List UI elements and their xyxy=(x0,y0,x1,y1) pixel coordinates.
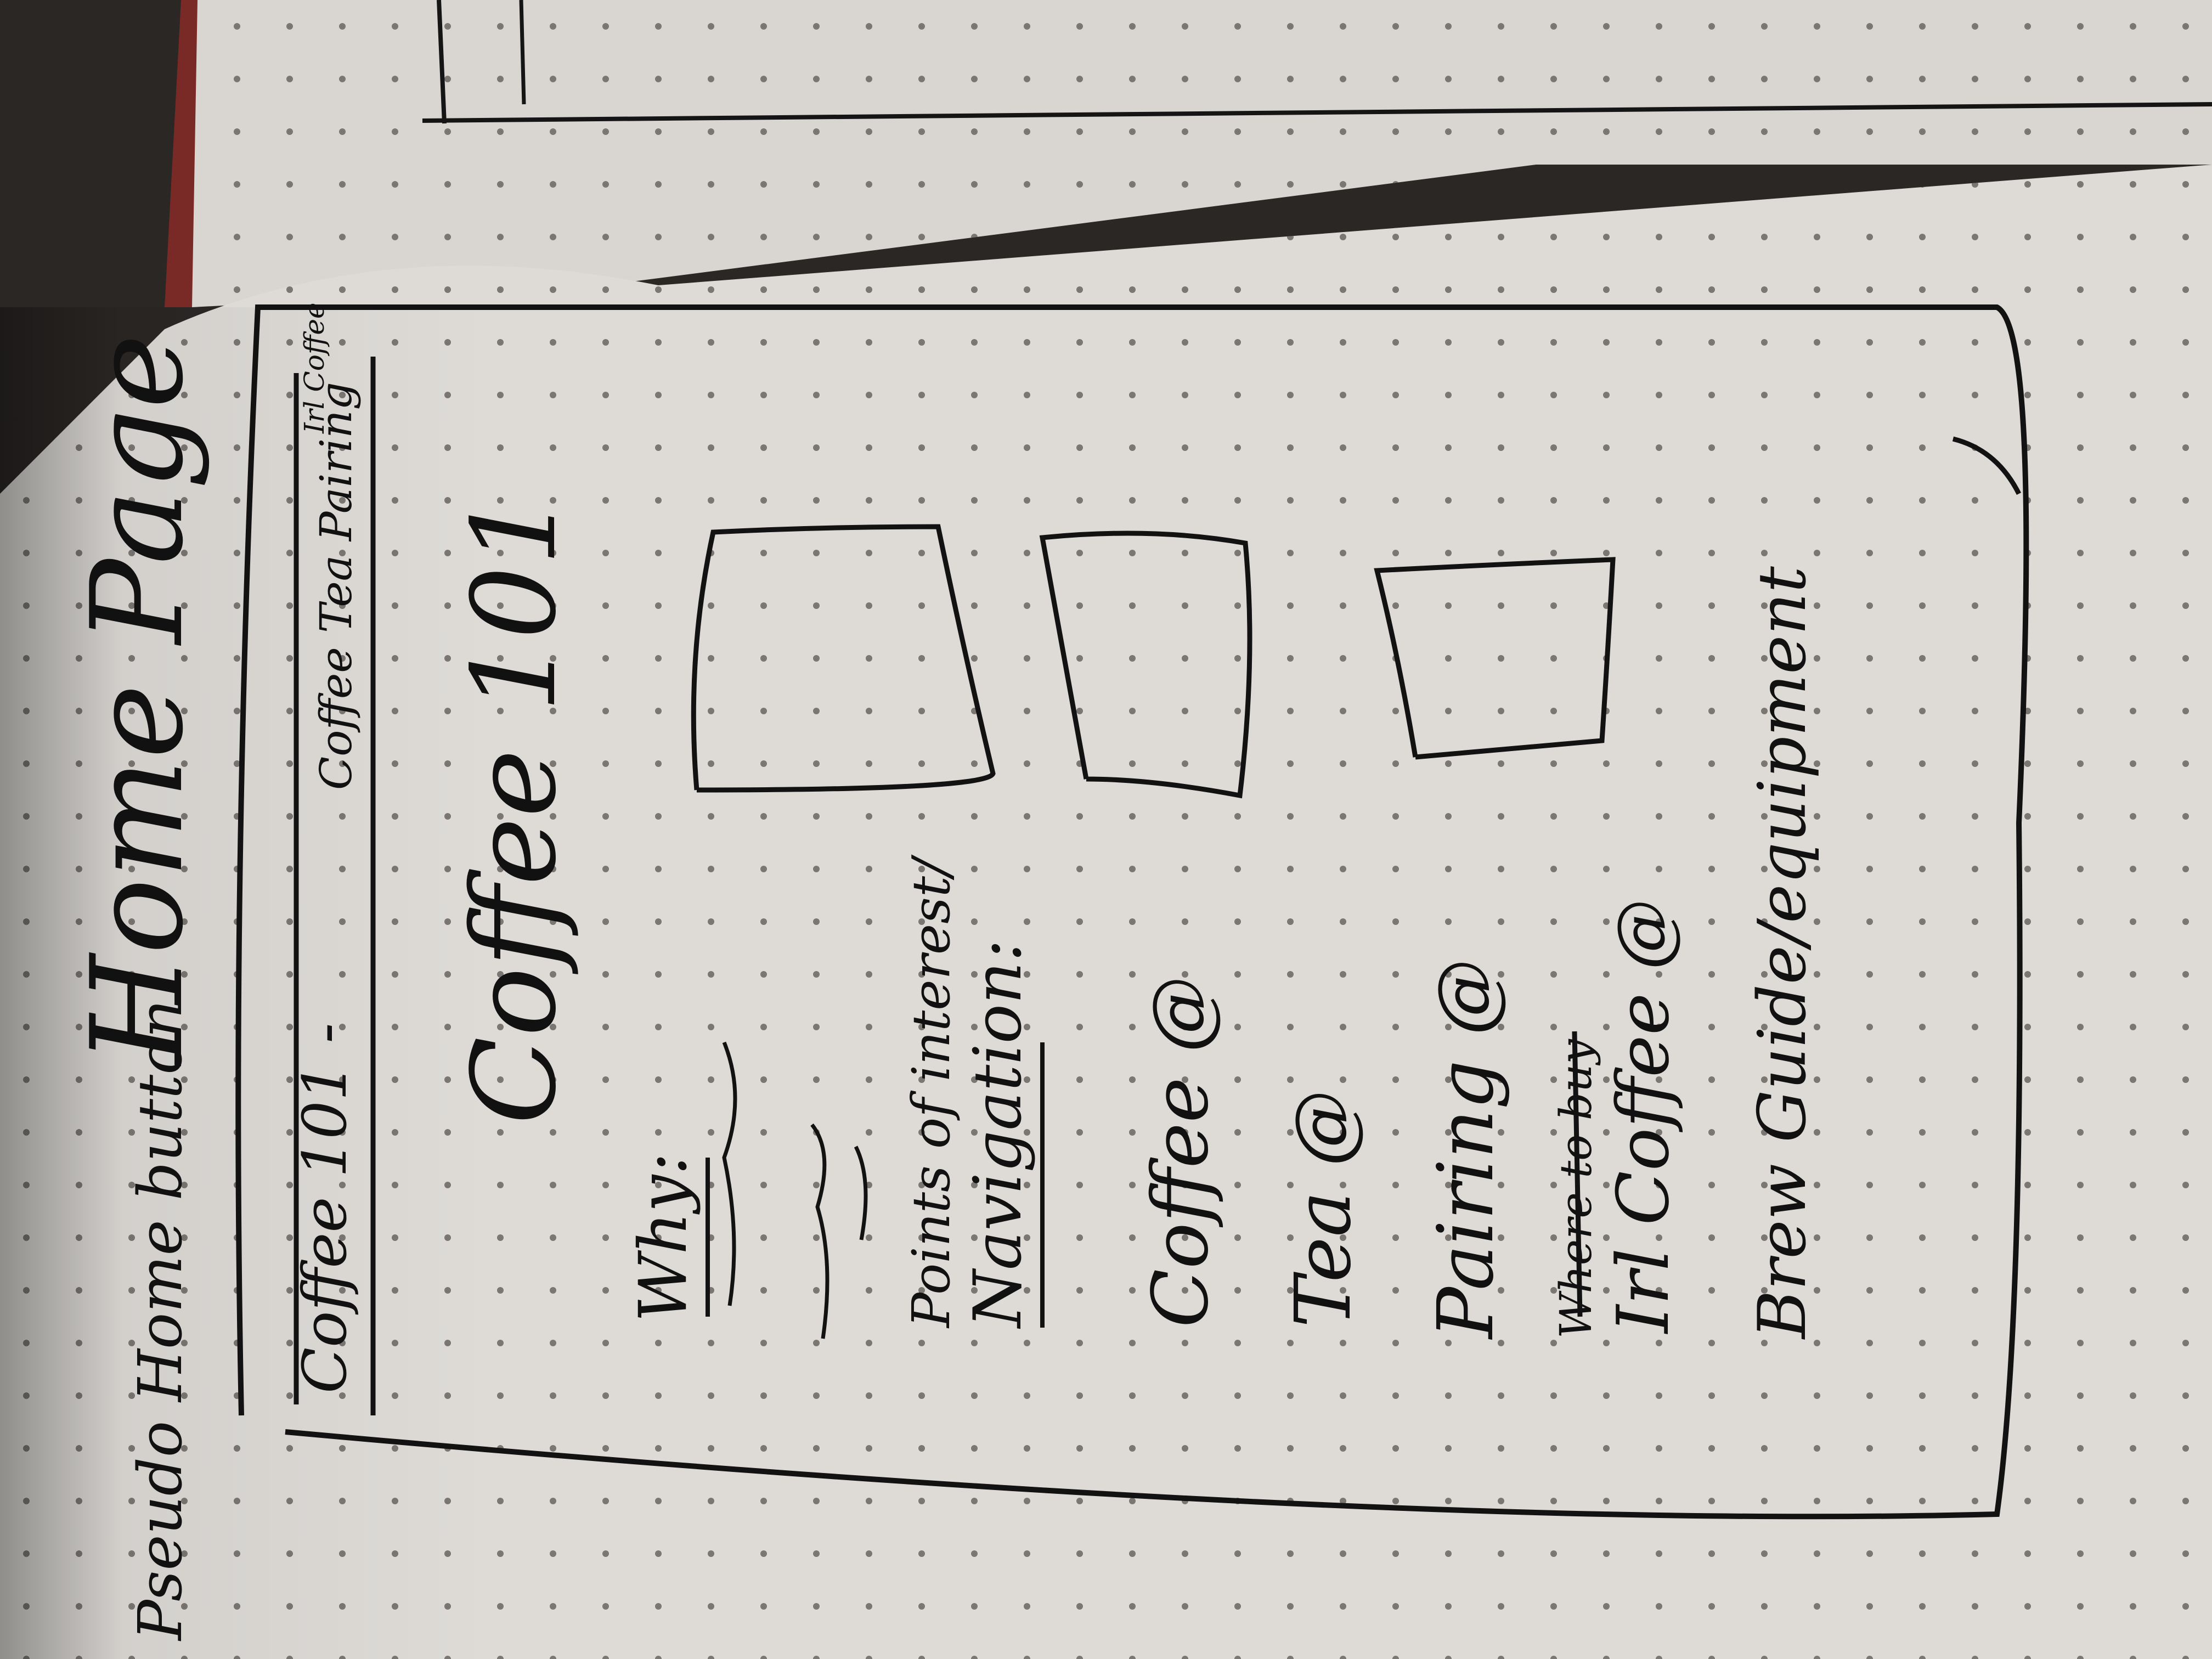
nav-list-tea[interactable]: Tea @ xyxy=(1279,1090,1368,1328)
image-placeholder-2 xyxy=(1039,531,1252,799)
points-of-interest-label: Points of interest/ xyxy=(901,854,962,1329)
front-page xyxy=(0,165,2212,1659)
why-heading: Why: xyxy=(625,1153,702,1322)
nav-home-link[interactable]: Coffee 101 - xyxy=(290,1023,360,1393)
image-placeholder-3 xyxy=(1374,557,1616,760)
wireframe-frame xyxy=(235,304,2029,1520)
navigation-label: Navigation: xyxy=(960,939,1036,1329)
handwritten-heading: Home Page Pseudo Home button xyxy=(65,334,211,1641)
nav-coffee-tea-pairing-link[interactable]: Coffee Tea Pairing xyxy=(311,382,362,790)
brew-guide-link[interactable]: Brew Guide/equipment xyxy=(1745,566,1821,1340)
nav-list-irl-coffee[interactable]: Irl Coffee @ xyxy=(1601,899,1685,1334)
page-heading: Home Page xyxy=(65,334,211,1066)
text-placeholder-line-2 xyxy=(810,1123,830,1339)
page-title: Coffee 101 xyxy=(447,493,582,1125)
side-note: Pseudo Home button xyxy=(125,1000,195,1641)
nav-list-coffee[interactable]: Coffee @ xyxy=(1136,976,1226,1328)
text-placeholder-line-3 xyxy=(854,1146,868,1240)
text-placeholder-line-1 xyxy=(722,1041,737,1306)
nav-irl-coffee-link[interactable]: Irl Coffee xyxy=(298,302,330,434)
nav-list-pairing[interactable]: Pairing @ xyxy=(1421,959,1511,1340)
back-page xyxy=(192,0,2212,307)
image-placeholder-1 xyxy=(691,524,996,793)
